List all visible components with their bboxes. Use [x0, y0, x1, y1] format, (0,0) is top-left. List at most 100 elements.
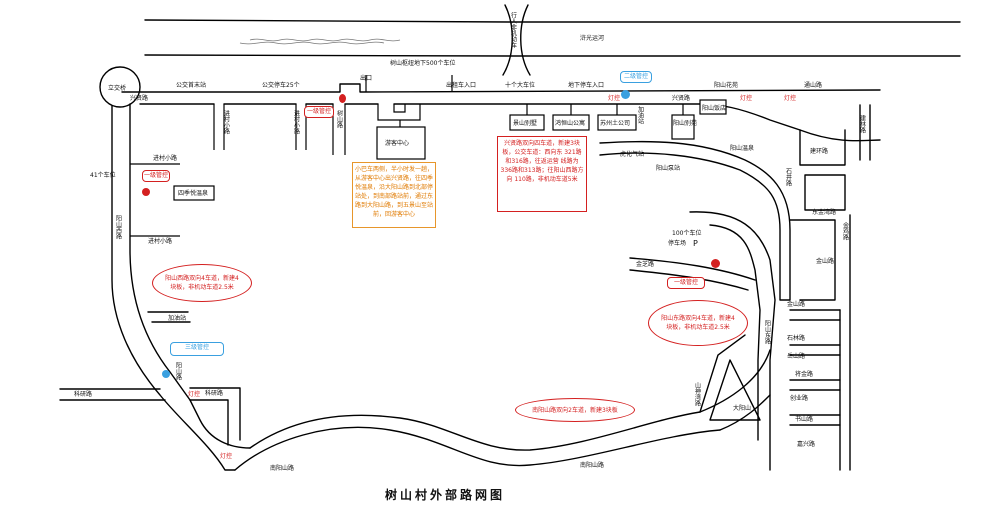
label-changhua2: 阳山泵站 — [656, 164, 680, 172]
jincun-lane-3 — [213, 104, 225, 150]
label-jinji: 金鸡路 — [842, 221, 849, 241]
label-kesuo-w: 科研路 — [74, 390, 92, 398]
label-yangshan-v: 阳山路 — [175, 361, 182, 381]
nanyangshan-road-outer — [234, 426, 721, 471]
sixiang-hot-box — [173, 185, 215, 201]
yangshan-hotel-box — [699, 99, 727, 115]
label-xingxian-e: 兴贤路 — [672, 94, 690, 102]
control-tag-3: 二级管控 — [620, 71, 652, 83]
label-changhua: 虎化气站 — [620, 150, 644, 158]
label-jin: 金山路 — [816, 257, 834, 265]
control-dot-red-1 — [339, 94, 346, 103]
label-jiaxing: 嘉兴路 — [797, 440, 815, 448]
control-tag-5: 三级管控 — [170, 342, 224, 356]
label-xingxian-w: 兴贤路 — [130, 94, 148, 102]
visitor-lane — [377, 104, 421, 121]
label-light-2: 灯控 — [740, 94, 752, 102]
label-bus-parking: 公交停车25个 — [262, 81, 300, 89]
south-east-bend — [699, 349, 771, 431]
xingxian-road-note: 兴贤路双向四车道，新建3块板，公交车道：西向东 321路和316路，往返运营 线… — [497, 136, 587, 212]
label-shiji: 石井路 — [785, 168, 792, 187]
shanshen-triangle — [709, 359, 761, 421]
label-yangshan-west: 阳山西路 — [115, 214, 122, 240]
label-qishi: 书山路 — [795, 415, 813, 423]
label-jinshan: 金山路 — [787, 300, 805, 308]
label-bus-terminal: 公交首末站 — [176, 81, 206, 89]
kesuo-road-west — [59, 388, 166, 401]
label-light-3: 灯控 — [784, 94, 796, 102]
label-tongshan: 通山路 — [804, 81, 822, 89]
sixiang-hot-label: 四季悦温泉 — [178, 189, 208, 197]
gas-branch — [147, 311, 191, 323]
label-dongjin: 东金湾路 — [812, 208, 836, 216]
east-grid-2 — [804, 174, 846, 211]
canal-scribble2 — [239, 41, 385, 45]
box-connectors — [399, 104, 684, 127]
label-cars100: 100个车位 — [672, 229, 701, 237]
yangshan-east-road-a — [689, 211, 776, 471]
control-tag-2: 一级管控 — [142, 170, 170, 182]
control-tag-4: 一级管控 — [667, 277, 705, 289]
roundabout — [99, 66, 141, 108]
control-dot-blue-2 — [162, 370, 170, 378]
label-lijiaoqiao: 立交桥 — [108, 84, 126, 92]
label-kesuo-m: 科研路 — [205, 389, 223, 397]
label-jincun-1: 进村小路 — [153, 154, 177, 162]
label-nanyangshan-e: 南阳山路 — [580, 461, 604, 469]
map-title: 树山村外部路网图 — [384, 488, 505, 502]
control-tag-1: 一级管控 — [304, 106, 334, 118]
label-shushan-v: 树山路 — [336, 109, 343, 129]
guanshan-co-label: 苏州土公司 — [600, 119, 630, 127]
label-pedestrian: 行人非机动车 — [510, 11, 517, 49]
control-dot-blue-1 — [621, 90, 630, 99]
label-jinhuan: 建环路 — [810, 147, 828, 155]
label-jiangu: 将金路 — [795, 370, 813, 378]
label-underground-parking: 树山枢纽地下500个车位 — [390, 59, 455, 67]
east-grid-3 — [789, 219, 836, 301]
label-jinlin: 建林路 — [859, 114, 866, 134]
canal-upper-edge — [144, 19, 961, 23]
label-jinzhi: 金芝路 — [636, 260, 654, 268]
label-light-1: 灯控 — [608, 94, 620, 102]
lower-loop — [189, 399, 251, 449]
canal-scribble — [249, 38, 401, 42]
label-shanshen: 山神湾路 — [694, 381, 701, 407]
control-dot-red-3 — [711, 259, 720, 268]
yangshan-west-road-outer — [111, 105, 236, 471]
shuttle-route-note: 小巴车两侧，半小时发一趟，从游客中心出兴贤路，往四季悦温泉，沿大阳山路到北部停站… — [352, 162, 436, 228]
yangshan-residence-box — [671, 114, 695, 140]
exit-lane — [365, 75, 453, 92]
label-jiadan2: 加油站 — [637, 105, 644, 125]
canal-lower-edge — [144, 54, 961, 57]
label-shilin: 石林路 — [787, 334, 805, 342]
visitor-center-box — [376, 126, 426, 160]
label-jiadan: 加油站 — [168, 314, 186, 322]
label-exit: 出口 — [360, 74, 372, 82]
label-taxi-entry: 出租车入口 — [446, 81, 476, 89]
yangshan-residence-label: 阳山别苑 — [673, 119, 697, 127]
label-light-4: 灯控 — [188, 390, 200, 398]
label-canal: 浒光运河 — [580, 34, 604, 42]
east-grid-6 — [859, 104, 871, 161]
label-hotspring: 大阳山 — [733, 404, 751, 412]
upper-east-curve — [599, 140, 791, 301]
shanshen-road — [699, 334, 746, 413]
label-light-5: 灯控 — [220, 452, 232, 460]
east-grid-5 — [839, 214, 851, 471]
xingxian-road-south-edge — [139, 103, 881, 142]
jingshan-hotel-label: 景山别墅 — [513, 119, 537, 127]
east-grid-1 — [799, 129, 846, 166]
label-yangshan-east: 阳山东路 — [764, 319, 771, 345]
visitor-center-label: 游客中心 — [385, 139, 409, 147]
yangshan-east-note: 阳山东路双向4车道，新建4块板，非机动车道2.5米 — [648, 300, 748, 346]
kesuo-road-mid — [189, 387, 241, 446]
pedestrian-bridge-right — [520, 4, 531, 76]
label-yangshan-hot: 阳山温泉 — [730, 144, 754, 152]
control-dot-red-2 — [142, 188, 150, 196]
hongshan-apt-label: 鸿恒山公寓 — [555, 119, 585, 127]
nanyangshan-note: 南阳山路双向2车道，新建3块板 — [515, 398, 635, 422]
label-underground-entry: 地下停车入口 — [568, 81, 604, 89]
label-parking-p: P — [693, 239, 698, 248]
yangshan-east-road-b — [709, 224, 761, 441]
